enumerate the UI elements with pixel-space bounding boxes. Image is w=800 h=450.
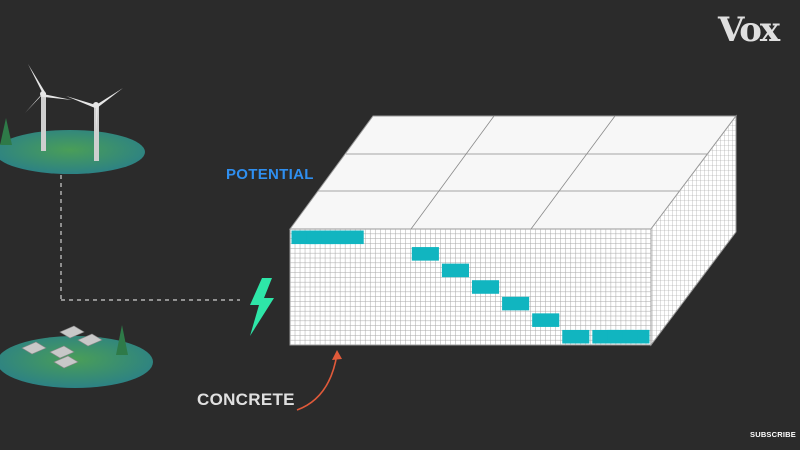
lightning-bolt-icon <box>250 278 274 336</box>
highlighted-block <box>562 329 590 344</box>
highlighted-block <box>441 263 469 278</box>
subscribe-button[interactable]: SUBSCRIBE <box>750 430 796 439</box>
connector-lines <box>60 175 240 301</box>
block-front-gridlines <box>290 229 651 345</box>
vox-logo: Vox <box>718 10 780 50</box>
highlighted-block <box>502 296 530 311</box>
concrete-block <box>289 114 738 347</box>
tree-icon <box>116 325 128 355</box>
highlighted-block <box>637 329 650 344</box>
highlighted-block <box>336 230 364 245</box>
wind-turbine-icon <box>25 64 72 151</box>
block-top-gridlines <box>318 115 708 230</box>
tree-icon <box>0 118 12 145</box>
wind-farm-island <box>0 64 145 174</box>
highlighted-block <box>472 280 500 294</box>
potential-label: POTENTIAL <box>226 166 314 183</box>
highlighted-blocks <box>291 230 650 344</box>
solar-panel-icon <box>21 325 103 369</box>
concrete-label: CONCRETE <box>197 390 295 409</box>
wind-turbine-icon <box>66 88 123 161</box>
highlighted-block <box>532 313 560 327</box>
solar-farm-island <box>0 325 153 388</box>
curved-arrow-icon <box>296 350 342 411</box>
highlighted-block <box>411 247 439 261</box>
upper-island <box>0 130 145 174</box>
